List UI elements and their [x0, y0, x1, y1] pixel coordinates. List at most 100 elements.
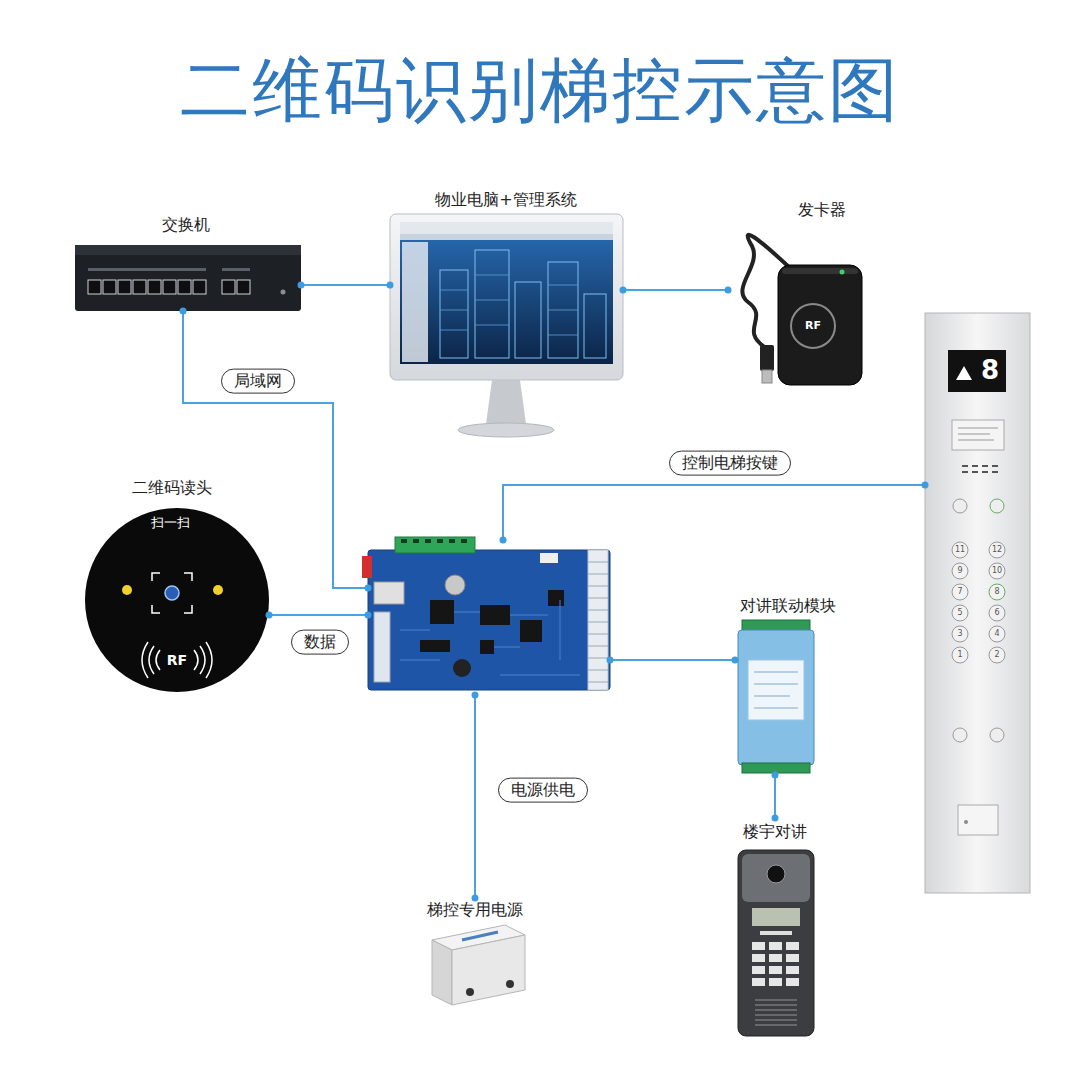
qr-reader-illustration [85, 508, 269, 692]
switch-illustration-part [178, 280, 191, 294]
elevator-panel-illustration-part [989, 563, 1005, 579]
qr-reader-illustration-part [142, 642, 212, 678]
switch-illustration-part [148, 280, 161, 294]
elevator-panel-illustration-part [958, 805, 998, 835]
button-number: 12 [992, 546, 1002, 554]
component-box: 交换机 [75, 245, 301, 311]
qr-reader-illustration-part [122, 585, 132, 595]
connector-line [269, 614, 368, 616]
elevator-panel-illustration-part [952, 605, 968, 621]
elevator-panel-illustration-part [953, 499, 967, 513]
component-box [368, 540, 610, 695]
computer-illustration-part [390, 214, 623, 380]
computer-illustration-part [400, 222, 613, 364]
elevator-panel-illustration-part [989, 605, 1005, 621]
controller-board-illustration-part [420, 640, 450, 652]
switch-illustration-part [103, 280, 116, 294]
elevator-panel-illustration-part [958, 428, 998, 440]
controller-board-illustration-part [588, 550, 608, 690]
elevator-panel-illustration-part [952, 563, 968, 579]
controller-board-illustration-part [453, 659, 471, 677]
power-supply-illustration-part [506, 980, 514, 988]
elevator-panel-illustration-part [962, 466, 998, 472]
component-label: 物业电脑+管理系统 [435, 190, 576, 209]
controller-board-illustration-part [480, 605, 510, 625]
component-box: 楼宇对讲 [735, 818, 817, 1038]
connector-dot [472, 692, 479, 699]
elevator-panel-illustration-part [989, 584, 1005, 600]
intercom-module-illustration-part [748, 660, 804, 720]
switch-illustration-part [88, 280, 101, 294]
elevator-panel-illustration-part [964, 820, 968, 824]
component-label: 发卡器 [798, 200, 846, 219]
button-number: 9 [957, 567, 962, 575]
door-intercom-illustration [738, 850, 814, 1036]
component-text: RF [805, 319, 821, 332]
switch-illustration-part [133, 280, 146, 294]
door-intercom-illustration-part [760, 931, 792, 935]
door-intercom-illustration-part [752, 978, 765, 986]
elevator-panel-illustration-part [948, 350, 1006, 392]
elevator-panel-illustration-part [989, 626, 1005, 642]
power-supply-illustration [432, 925, 525, 1005]
controller-board-illustration-part [401, 539, 467, 543]
qr-reader-illustration-part [213, 585, 223, 595]
component-box: 物业电脑+管理系统 [390, 214, 623, 436]
computer-illustration [390, 214, 623, 437]
computer-illustration-part [400, 234, 613, 240]
diagram-title: 二维码识别梯控示意图 [0, 48, 1080, 132]
computer-illustration-part [440, 275, 578, 335]
switch-illustration-part [75, 245, 301, 255]
power-supply-illustration-part [432, 940, 452, 1005]
switch-illustration [75, 245, 301, 311]
component-box: 8 [925, 313, 1030, 893]
component-label: 楼宇对讲 [743, 822, 807, 841]
door-intercom-illustration-part [752, 966, 765, 974]
connector-line [474, 695, 476, 898]
door-intercom-illustration-part [752, 908, 800, 926]
button-number: 2 [994, 651, 999, 659]
door-intercom-illustration-part [738, 850, 814, 1036]
button-number: 6 [994, 609, 999, 617]
connector-dot [365, 585, 372, 592]
computer-illustration-part [475, 250, 509, 358]
door-intercom-illustration-part [786, 978, 799, 986]
button-number: 7 [957, 588, 962, 596]
button-number: 1 [957, 651, 962, 659]
card-issuer-illustration-part [778, 265, 862, 385]
connector-line [610, 659, 735, 661]
switch-illustration-part [163, 280, 176, 294]
component-box: 发卡器RF [728, 222, 860, 387]
door-intercom-illustration-part [752, 954, 765, 962]
computer-illustration-part [440, 270, 468, 358]
controller-board-illustration-part [362, 556, 372, 578]
qr-reader-illustration-part [85, 508, 269, 692]
switch-illustration-part [75, 245, 301, 311]
edge-label: 控制电梯按键 [669, 451, 791, 476]
door-intercom-illustration-part [742, 854, 810, 902]
component-label: 交换机 [162, 215, 210, 234]
connector-dot [266, 612, 273, 619]
controller-board-illustration-part [395, 537, 475, 553]
controller-board-illustration [362, 537, 610, 690]
component-label: 8 [981, 355, 999, 386]
card-issuer-illustration [742, 235, 862, 385]
controller-board-illustration-part [430, 600, 454, 624]
connector-dot [732, 657, 739, 664]
elevator-panel-illustration-part [989, 647, 1005, 663]
door-intercom-illustration-part [786, 954, 799, 962]
connector-line [503, 485, 925, 540]
controller-board-illustration-part [540, 553, 558, 563]
connector-dot [298, 282, 305, 289]
intercom-module-illustration [738, 620, 814, 773]
controller-board-illustration-part [374, 612, 390, 682]
connector-dot [180, 308, 187, 315]
connector-dot [365, 612, 372, 619]
switch-illustration-part [222, 280, 235, 294]
component-text: 扫一扫 [151, 515, 190, 531]
connector-dot [725, 287, 732, 294]
component-box: 对讲联动模块 [735, 618, 817, 775]
button-number: 3 [957, 630, 962, 638]
